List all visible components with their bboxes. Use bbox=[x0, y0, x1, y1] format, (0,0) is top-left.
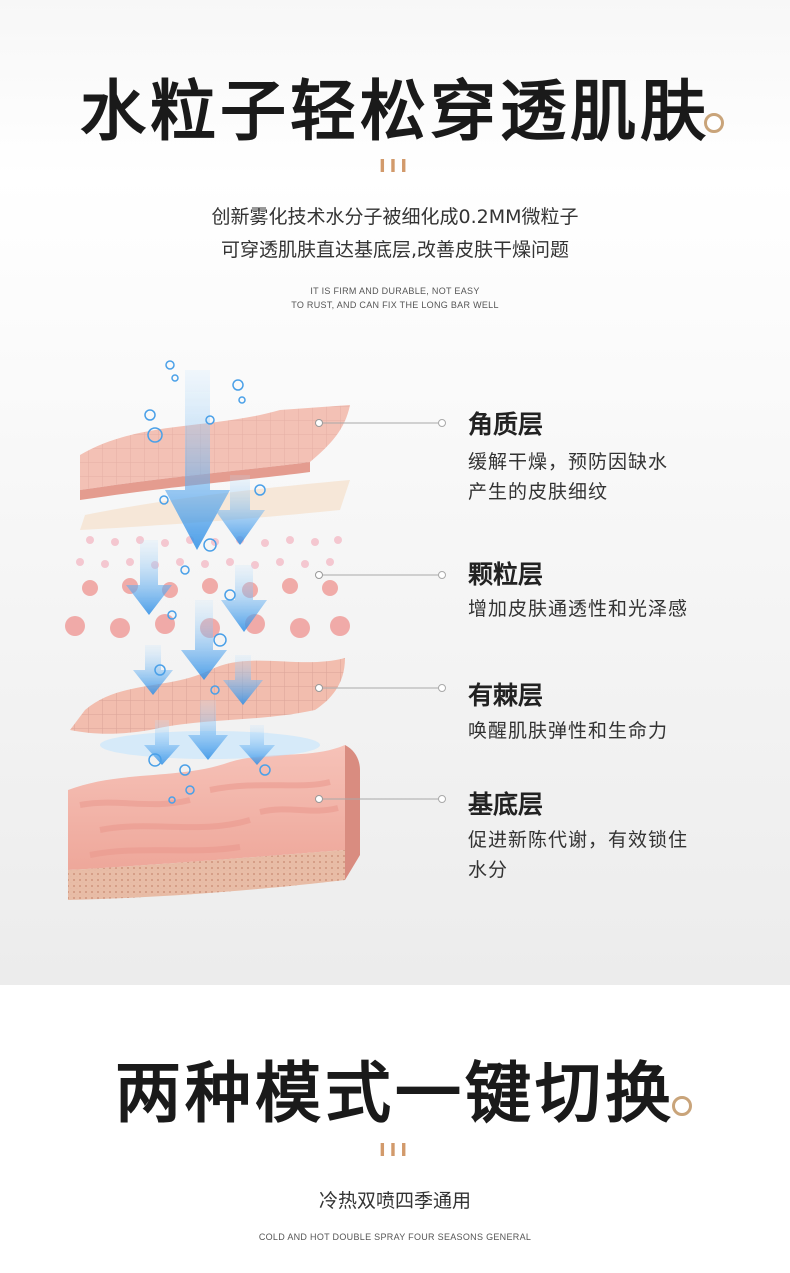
english-caption: COLD AND HOT DOUBLE SPRAY FOUR SEASONS G… bbox=[258, 1232, 532, 1242]
title-ring-icon bbox=[672, 1096, 692, 1116]
decor-bars: III bbox=[378, 156, 412, 177]
english-caption-2: TO RUST, AND CAN FIX THE LONG BAR WELL bbox=[291, 300, 499, 310]
subtitle-line-1: 创新雾化技术水分子被细化成0.2MM微粒子 bbox=[211, 206, 579, 228]
water-bubbles bbox=[144, 360, 271, 804]
layer-desc-basal: 促进新陈代谢，有效锁住 水分 bbox=[468, 829, 689, 881]
leader-lines bbox=[323, 419, 446, 803]
section-title: 水粒子轻松穿透肌肤 bbox=[80, 73, 710, 150]
basal-layer bbox=[68, 731, 360, 900]
layer-desc-stratum-corneum: 缓解干燥，预防因缺水 产生的皮肤细纹 bbox=[468, 451, 669, 503]
layer-name-stratum-corneum: 角质层 bbox=[468, 410, 544, 439]
layer-desc-spinous: 唤醒肌肤弹性和生命力 bbox=[468, 720, 669, 742]
section-title: 两种模式一键切换 bbox=[115, 1055, 675, 1132]
water-penetration-section: 水粒子轻松穿透肌肤 III 创新雾化技术水分子被细化成0.2MM微粒子 可穿透肌… bbox=[0, 0, 790, 985]
dual-mode-section: 两种模式一键切换 III 冷热双喷四季通用 COLD AND HOT DOUBL… bbox=[0, 985, 790, 1273]
layer-name-spinous: 有棘层 bbox=[468, 681, 544, 710]
water-arrows bbox=[126, 370, 275, 765]
layer-name-granular: 颗粒层 bbox=[468, 560, 544, 589]
layer-name-basal: 基底层 bbox=[468, 790, 544, 819]
subtitle: 冷热双喷四季通用 bbox=[318, 1190, 471, 1212]
decor-bars: III bbox=[378, 1140, 412, 1161]
skin-layers-illustration bbox=[65, 360, 360, 900]
english-caption-1: IT IS FIRM AND DURABLE, NOT EASY bbox=[310, 286, 480, 296]
layer-desc-granular: 增加皮肤通透性和光泽感 bbox=[468, 598, 689, 620]
spinous-layer bbox=[70, 658, 345, 734]
title-ring-icon bbox=[704, 113, 724, 133]
subtitle-line-2: 可穿透肌肤直达基底层,改善皮肤干燥问题 bbox=[220, 239, 570, 261]
layer-anchor-points bbox=[315, 419, 323, 803]
